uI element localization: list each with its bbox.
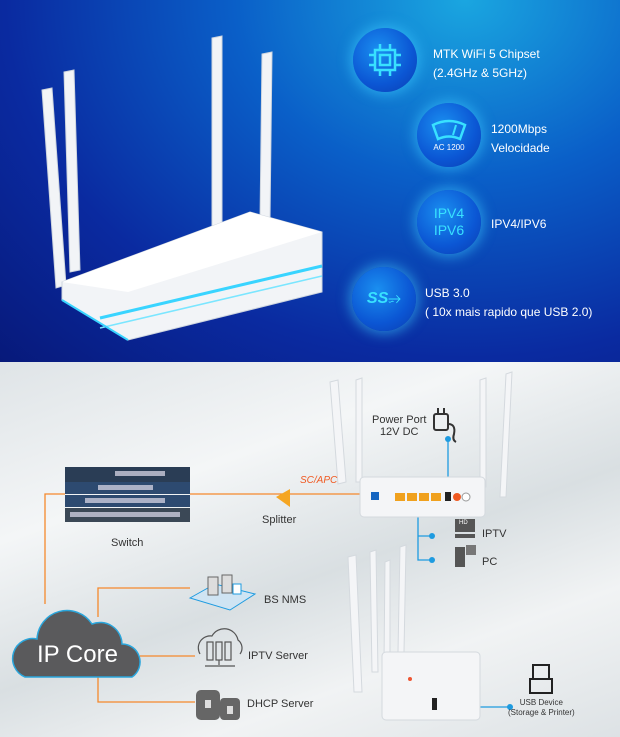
bs-nms-label: BS NMS [264, 594, 307, 606]
ip-core-label: IP Core [37, 641, 118, 668]
iptv-label: IPTV [482, 528, 507, 540]
usb-drive-icon [529, 664, 553, 694]
switch-label: Switch [111, 537, 144, 549]
pc-icon [455, 545, 476, 567]
speedometer-icon: AC 1200 [417, 103, 481, 167]
nms-icon [188, 574, 257, 611]
iptv-server-label: IPTV Server [248, 650, 308, 662]
tv-icon [455, 519, 475, 538]
feature-chipset: MTK WiFi 5 Chipset(2.4GHz & 5GHz) [433, 47, 540, 80]
feature-ipv: IPV4/IPV6 [491, 217, 547, 231]
router-side-view [347, 544, 481, 721]
usb-device-label: USB Device(Storage & Printer) [508, 698, 575, 717]
ac1200-badge: AC 1200 [433, 142, 465, 152]
hd-badge: HD [459, 520, 468, 526]
sc-apc-label: SC/APC [300, 475, 338, 486]
iptv-server-icon [197, 628, 243, 667]
switch-icon [65, 467, 190, 522]
router-back-view [329, 371, 513, 518]
feature-usb: USB 3.0( 10x mais rapido que USB 2.0) [425, 286, 593, 319]
power-plug-icon [433, 408, 457, 443]
feature-banner: MTK WiFi 5 Chipset(2.4GHz & 5GHz) AC 120… [0, 0, 620, 362]
dhcp-server-icon [196, 690, 240, 720]
router-image [41, 35, 323, 341]
dhcp-server-label: DHCP Server [247, 698, 314, 710]
splitter-icon [276, 489, 290, 507]
ip-core-cloud [11, 609, 141, 678]
usb-ss-icon: SS ⭌ [352, 267, 416, 331]
pc-label: PC [482, 556, 498, 568]
splitter-label: Splitter [262, 514, 297, 526]
chip-icon [353, 28, 417, 92]
